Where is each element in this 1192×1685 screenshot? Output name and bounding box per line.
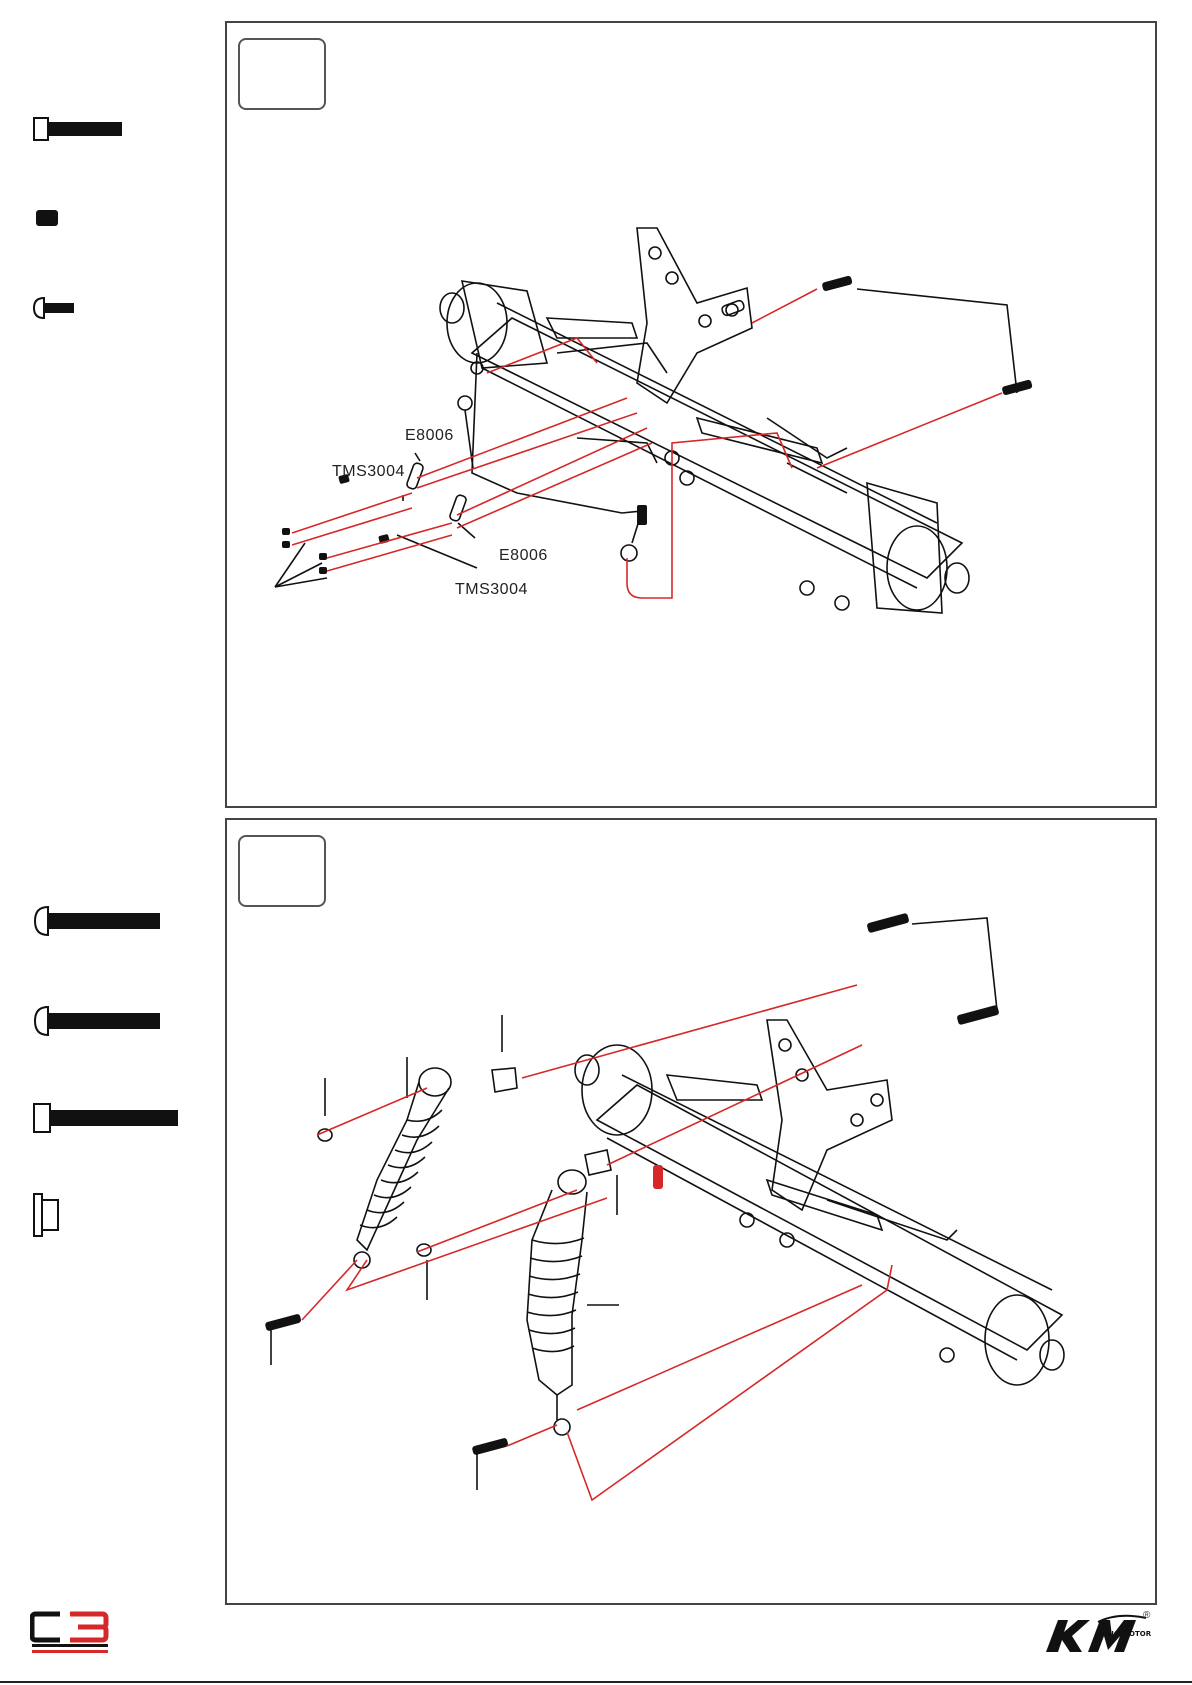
bottom-rule	[0, 1681, 1192, 1683]
hardware-button-screw-icon-2	[32, 1004, 162, 1038]
label-tms3004-top: TMS3004	[332, 463, 405, 481]
label-e8006-bottom: E8006	[499, 547, 548, 565]
hardware-button-screw-long-icon	[32, 904, 162, 938]
king-motor-text: KING MOTOR	[1100, 1630, 1151, 1638]
step-2-panel	[225, 818, 1157, 1605]
hardware-cap-screw-icon	[32, 116, 124, 142]
label-e8006-top: E8006	[405, 427, 454, 445]
hardware-cap-screw-long-icon	[32, 1102, 182, 1134]
hardware-flange-nut-icon	[32, 1192, 62, 1238]
step-1-panel: E8006 TMS3004 E8006 TMS3004	[225, 21, 1157, 808]
registered-mark: ®	[1143, 1610, 1150, 1621]
label-tms3004-bottom: TMS3004	[455, 581, 528, 599]
shock-installation-drawing	[227, 820, 1157, 1605]
hardware-set-screw-icon	[34, 208, 62, 228]
c3-wrc-logo	[30, 1610, 110, 1656]
hardware-button-screw-icon	[32, 296, 76, 320]
front-axle-assembly-drawing	[227, 23, 1157, 808]
